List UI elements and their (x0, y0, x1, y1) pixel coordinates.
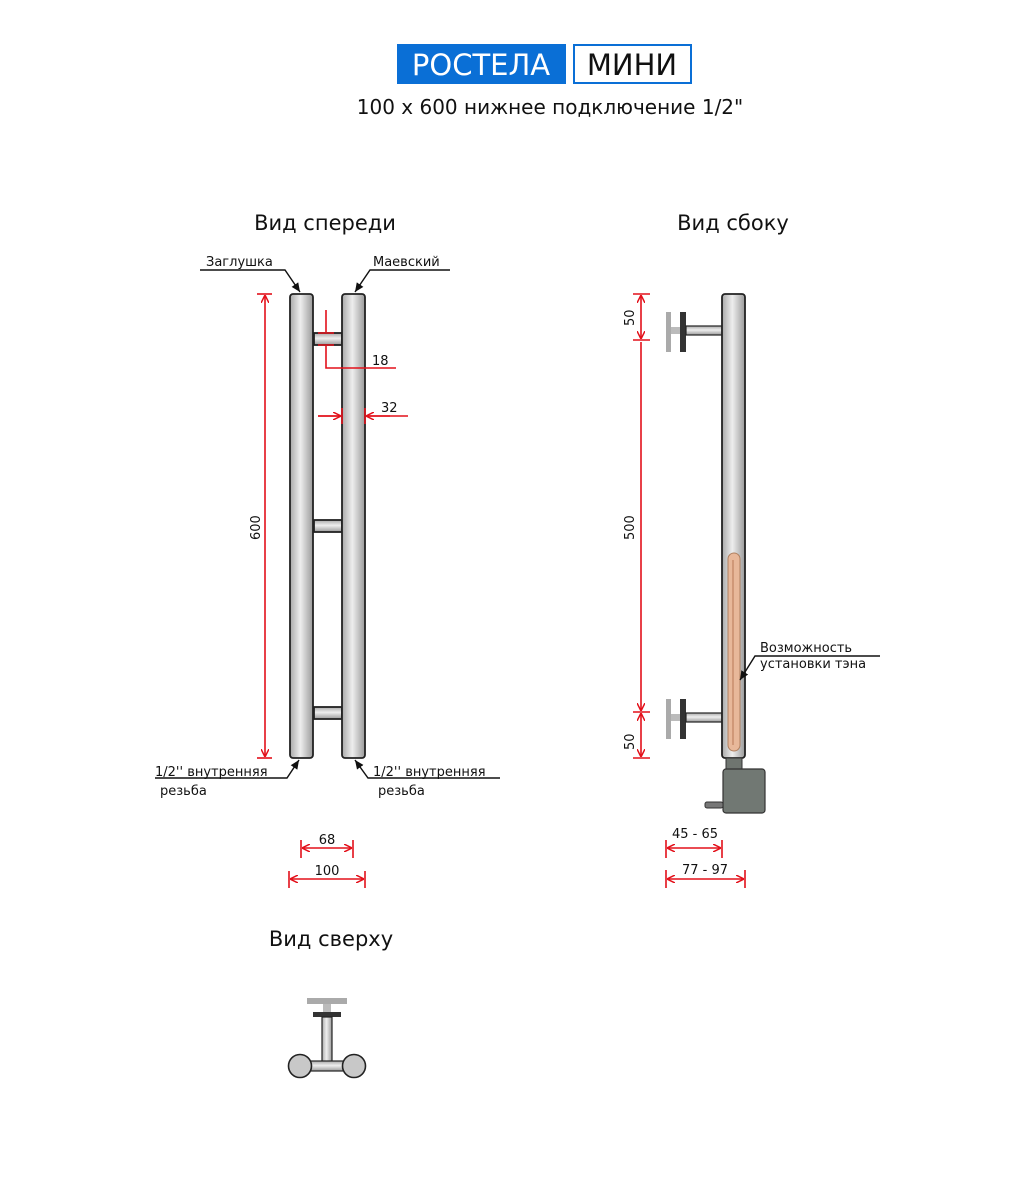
thread-right-label: 1/2'' внутренняя (373, 765, 486, 780)
top-view (287, 998, 367, 1079)
side-view (633, 293, 880, 888)
brand-name: РОСТЕЛА (412, 48, 550, 82)
bottom-bracket (666, 699, 723, 739)
top-view-title: Вид сверху (269, 927, 393, 951)
valve-label: Маевский (373, 255, 440, 270)
thread-left-label-2: резьба (160, 784, 207, 799)
model-name: МИНИ (587, 48, 677, 82)
dim-middle: 500 (623, 515, 638, 540)
thread-left-label: 1/2'' внутренняя (155, 765, 268, 780)
thread-right-label-2: резьба (378, 784, 425, 799)
subtitle: 100 x 600 нижнее подключение 1/2" (357, 95, 743, 119)
thermostat-icon (722, 768, 766, 814)
dim-tube: 32 (381, 401, 398, 416)
dim-height: 600 (249, 515, 264, 540)
dim-wall-min: 45 - 65 (672, 827, 718, 842)
front-view-title: Вид спереди (254, 211, 396, 235)
logo: РОСТЕЛА МИНИ (397, 44, 692, 84)
dim-bottom: 50 (623, 733, 638, 750)
left-tube (289, 293, 314, 759)
right-tube (341, 293, 366, 759)
dim-crossbar: 18 (372, 354, 389, 369)
front-view (155, 269, 500, 888)
plug-label: Заглушка (206, 255, 273, 270)
dim-top: 50 (623, 309, 638, 326)
dim-inner: 68 (319, 833, 336, 848)
top-bracket (666, 312, 723, 352)
dim-wall-max: 77 - 97 (682, 863, 728, 878)
side-view-title: Вид сбоку (677, 211, 789, 235)
dim-outer: 100 (315, 864, 340, 879)
heater-label-2: установки тэна (760, 657, 866, 672)
heater-label-1: Возможность (760, 641, 852, 656)
